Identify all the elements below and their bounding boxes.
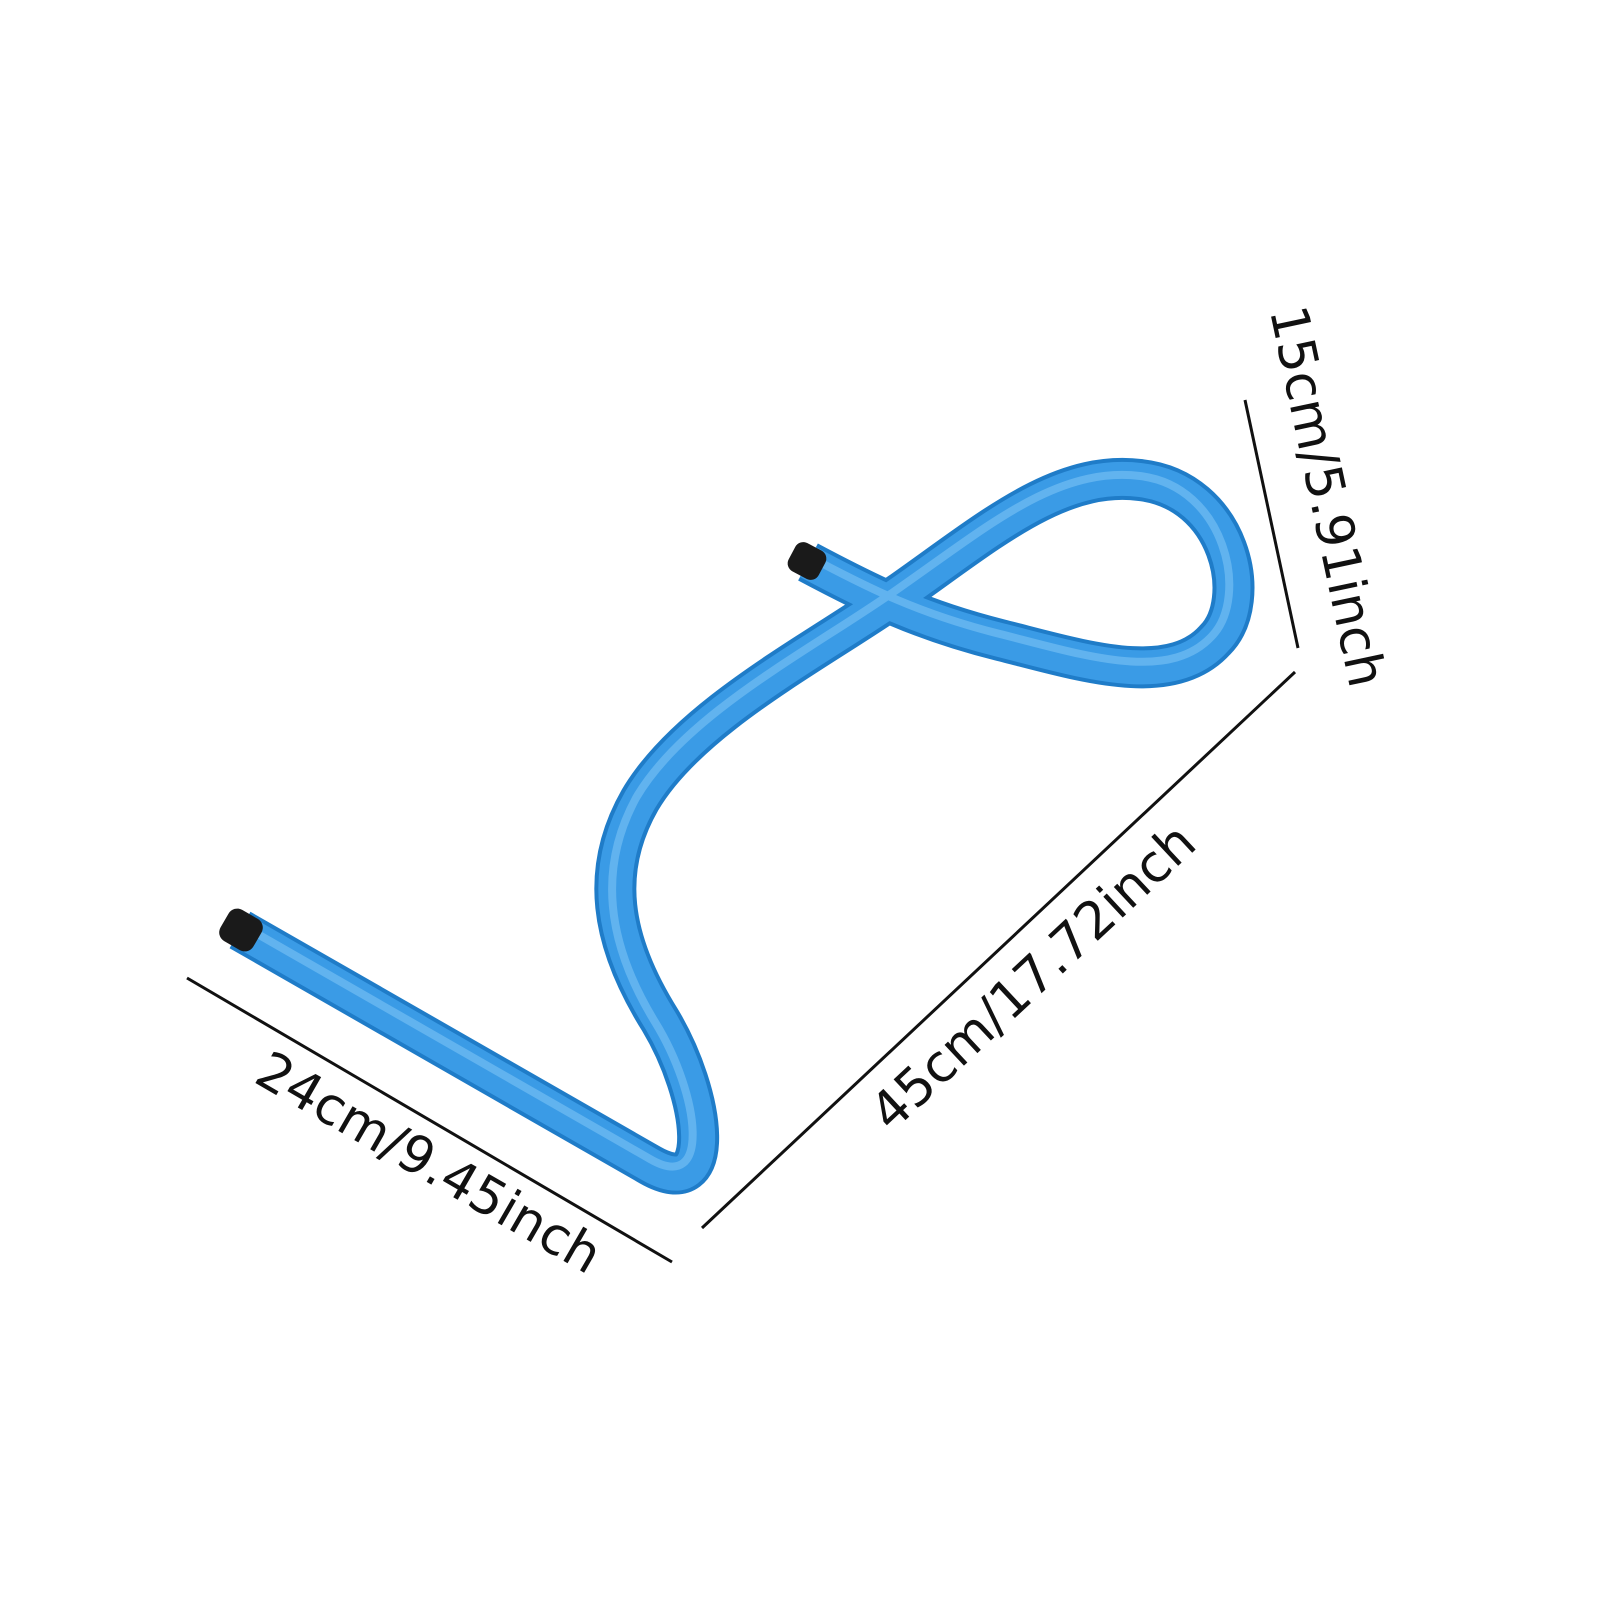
hurdle-tube	[229, 457, 1255, 1195]
hurdle-tube-shadow	[229, 457, 1255, 1195]
length-dimension-line	[700, 670, 1297, 1230]
length-dimension-label: 45cm/17.72inch	[859, 812, 1208, 1143]
end-cap-upper	[787, 542, 827, 580]
hurdle-tube-main	[231, 461, 1251, 1191]
width-dimension-label: 24cm/9.45inch	[246, 1040, 612, 1286]
hurdle-tube-highlight	[236, 470, 1234, 1171]
height-dimension-line	[1243, 399, 1300, 649]
height-dimension-label: 15cm/5.91inch	[1257, 301, 1396, 693]
end-cap-lower	[219, 908, 263, 952]
width-dimension-line	[186, 976, 673, 1264]
